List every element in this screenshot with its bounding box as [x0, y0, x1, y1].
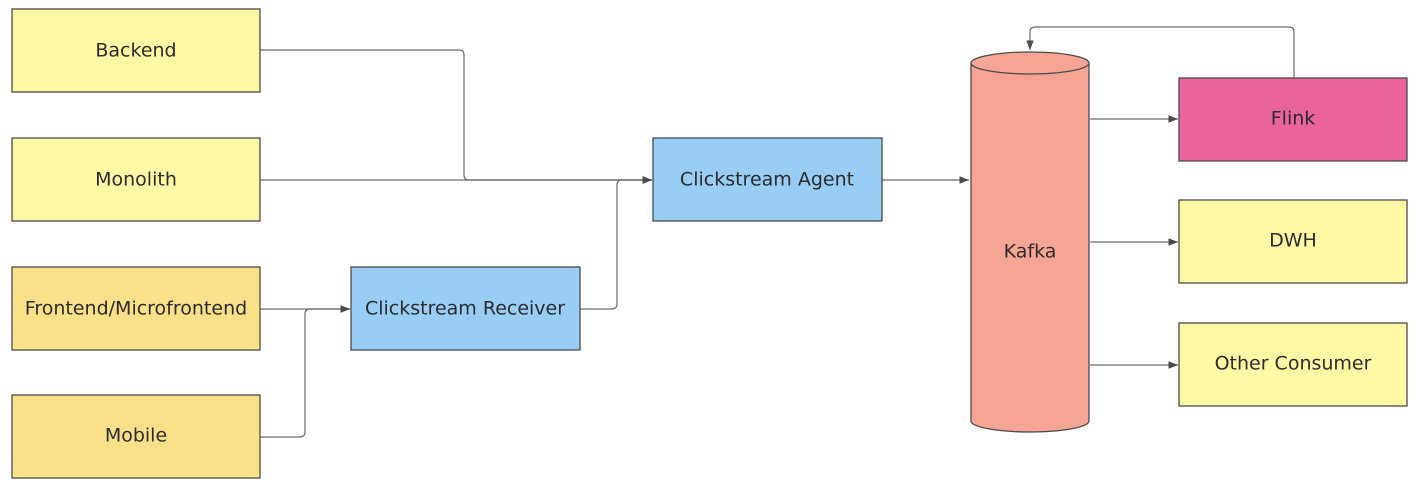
node-monolith-label: Monolith [95, 169, 177, 191]
node-other-consumer-box [1178, 322, 1408, 407]
node-other-consumer[interactable]: Other Consumer [1178, 322, 1408, 407]
node-clickstream-receiver-box [350, 266, 581, 351]
node-frontend-label: Frontend/Microfrontend [25, 298, 247, 320]
edge-backend-to-clickstream-agent [260, 49, 652, 184]
node-flink-label: Flink [1271, 108, 1316, 130]
node-backend[interactable]: Backend [11, 8, 261, 93]
node-dwh-box [1178, 199, 1408, 284]
node-mobile-label: Mobile [105, 425, 167, 447]
node-flink-box [1178, 77, 1408, 162]
node-frontend-box [11, 266, 261, 351]
node-dwh-label: DWH [1269, 230, 1317, 252]
node-clickstream-receiver-label: Clickstream Receiver [365, 298, 565, 320]
node-mobile-box [11, 394, 261, 479]
node-kafka[interactable]: Kafka [970, 51, 1090, 433]
node-clickstream-agent-label: Clickstream Agent [680, 169, 854, 191]
edges [260, 26, 1295, 438]
node-clickstream-agent-box [652, 137, 883, 222]
node-frontend[interactable]: Frontend/Microfrontend [11, 266, 261, 351]
node-flink[interactable]: Flink [1178, 77, 1408, 162]
edge-clickstream-receiver-to-clickstream-agent [580, 176, 652, 310]
edge-mobile-to-clickstream-receiver [260, 305, 350, 438]
node-dwh[interactable]: DWH [1178, 199, 1408, 284]
node-mobile[interactable]: Mobile [11, 394, 261, 479]
kafka-cylinder-top [970, 51, 1090, 75]
node-clickstream-agent[interactable]: Clickstream Agent [652, 137, 883, 222]
node-kafka-label: Kafka [1004, 241, 1057, 263]
node-backend-box [11, 8, 261, 93]
node-monolith-box [11, 137, 261, 222]
node-monolith[interactable]: Monolith [11, 137, 261, 222]
kafka-cylinder-body [970, 63, 1090, 433]
edge-flink-to-kafka [1026, 26, 1295, 78]
node-clickstream-receiver[interactable]: Clickstream Receiver [350, 266, 581, 351]
node-other-consumer-label: Other Consumer [1215, 353, 1372, 375]
node-backend-label: Backend [95, 40, 176, 62]
